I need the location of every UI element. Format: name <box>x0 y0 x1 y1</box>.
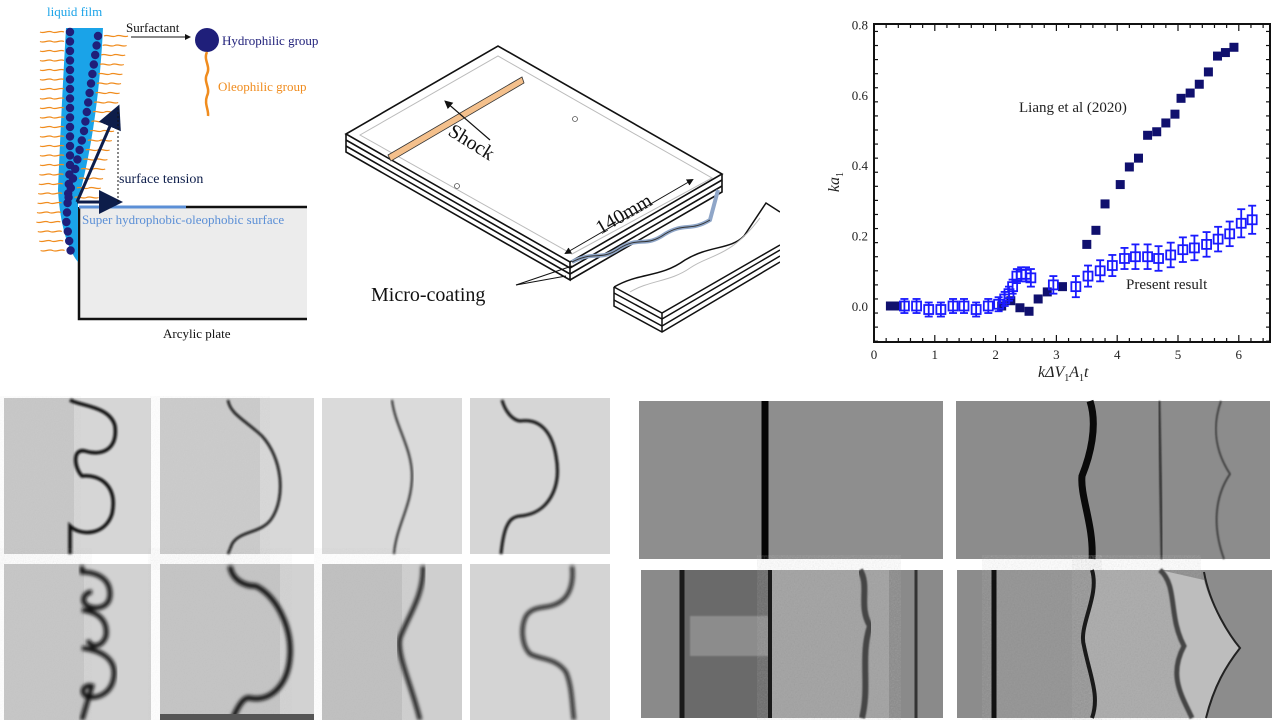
chart-canvas: 0 1 2 3 4 5 6 0.0 0.2 0.4 0.6 0.8 <box>852 17 1271 362</box>
svg-text:1: 1 <box>932 347 939 362</box>
shadowgraph-images <box>4 398 610 721</box>
surface-tension-label: surface tension <box>119 172 204 187</box>
photo-r1c2 <box>160 398 314 555</box>
tension-arrow <box>75 104 121 203</box>
svg-text:0.2: 0.2 <box>852 229 868 244</box>
hydrophilic-heads-right <box>64 31 103 202</box>
photo-schlieren-r1c2 <box>956 399 1270 560</box>
svg-text:0.6: 0.6 <box>852 88 869 103</box>
apparatus-drawing <box>344 45 781 333</box>
hydrophilic-label: Hydrophilic group <box>222 33 319 48</box>
plate-label: Arcylic plate <box>163 326 231 341</box>
hydrophilic-head-icon <box>195 28 219 52</box>
svg-text:4: 4 <box>1114 347 1121 362</box>
photo-r1c3 <box>322 398 462 555</box>
x-axis-label: kΔV1A1t <box>1038 364 1089 385</box>
oleophilic-tail-icon <box>204 51 210 117</box>
coating-label: Super hydrophobic-oleophobic surface <box>82 212 285 227</box>
svg-text:6: 6 <box>1236 347 1243 362</box>
photo-r2c4 <box>470 564 610 721</box>
photo-r1c4 <box>470 398 610 555</box>
growth-rate-chart: 0 1 2 3 4 5 6 0.0 0.2 0.4 0.6 0.8 Liang et al (2020… <box>826 0 1280 390</box>
shock-front-bar <box>387 76 525 162</box>
shock-tube-apparatus: Shock 140mm Micro-coating <box>340 40 781 350</box>
shadowgraph-grid <box>0 396 630 721</box>
surfactant-label: Surfactant <box>126 20 180 35</box>
micro-coating-label: Micro-coating <box>371 284 486 306</box>
photo-schlieren-r2c1 <box>641 568 943 719</box>
acrylic-plate <box>79 207 307 319</box>
present-annotation: Present result <box>1126 277 1208 293</box>
svg-text:0.4: 0.4 <box>852 158 869 173</box>
oleophilic-tails-left <box>36 30 65 252</box>
schlieren-images <box>639 399 1272 720</box>
chart-series <box>885 42 1258 318</box>
schematic-drawing <box>36 27 307 321</box>
svg-text:2: 2 <box>992 347 999 362</box>
svg-text:5: 5 <box>1175 347 1182 362</box>
y-axis-label: ka1 <box>825 172 847 193</box>
photo-r2c3 <box>322 564 462 721</box>
photo-r2c1 <box>4 564 151 721</box>
svg-text:0.0: 0.0 <box>852 299 868 314</box>
schlieren-grid <box>630 396 1280 720</box>
svg-text:0: 0 <box>871 347 878 362</box>
liquid-film-label: liquid film <box>47 4 103 19</box>
svg-text:0.8: 0.8 <box>852 17 868 32</box>
photo-r2c2 <box>160 564 314 721</box>
oleophilic-label: Oleophilic group <box>218 79 307 94</box>
chart-frame <box>873 23 1271 343</box>
liang-annotation: Liang et al (2020) <box>1019 100 1127 116</box>
photo-schlieren-r1c1 <box>639 401 943 559</box>
photo-r1c1 <box>4 398 151 554</box>
photo-schlieren-r2c2 <box>957 568 1272 720</box>
chart-ticks: 0 1 2 3 4 5 6 0.0 0.2 0.4 0.6 0.8 <box>852 17 1270 362</box>
surfactant-schematic: liquid film Surfactant Hydrophilic group… <box>0 0 340 350</box>
svg-text:3: 3 <box>1053 347 1060 362</box>
